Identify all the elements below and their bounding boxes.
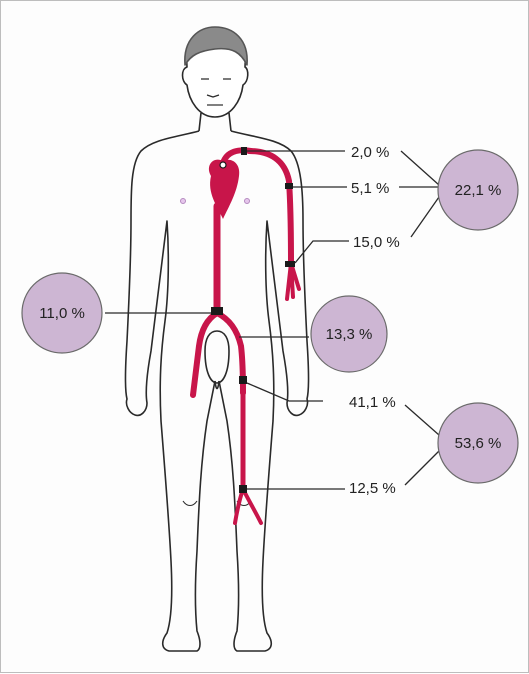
body-outline xyxy=(126,27,309,651)
node-calf xyxy=(239,485,247,493)
label-arm-mid: 5,1 % xyxy=(351,180,389,197)
pelvis-detail xyxy=(205,331,229,383)
bracket-arm-3 xyxy=(411,197,439,237)
bubble-arm-total-value: 22,1 % xyxy=(455,182,502,199)
bubble-pelvis: 13,3 % xyxy=(311,296,387,372)
bubble-leg-total: 53,6 % xyxy=(438,403,518,483)
bracket-arm-1 xyxy=(401,151,439,185)
node-thigh xyxy=(239,376,247,384)
label-arm-top: 2,0 % xyxy=(351,144,389,161)
node-trunk xyxy=(211,307,223,315)
heart xyxy=(209,160,239,219)
left-side-outline xyxy=(126,131,216,651)
node-arch xyxy=(220,162,226,168)
leader-thigh xyxy=(247,383,323,401)
node-arm-top xyxy=(241,147,247,155)
left-nipple xyxy=(181,199,186,204)
bubble-trunk-value: 11,0 % xyxy=(39,305,85,322)
bubble-leg-total-value: 53,6 % xyxy=(455,435,502,452)
node-arm-low xyxy=(285,261,295,267)
label-arm-low: 15,0 % xyxy=(353,234,400,251)
right-side-outline xyxy=(219,131,309,651)
right-nipple xyxy=(245,199,250,204)
label-calf: 12,5 % xyxy=(349,480,396,497)
bracket-leg-2 xyxy=(405,451,439,485)
leg-branches xyxy=(235,489,261,523)
bubble-pelvis-value: 13,3 % xyxy=(326,326,373,343)
node-arm-mid xyxy=(285,183,293,189)
bubble-arm-total: 22,1 % xyxy=(438,150,518,230)
bubble-trunk: 11,0 % xyxy=(22,273,102,353)
arm-branches xyxy=(287,263,299,299)
bracket-leg-1 xyxy=(405,405,439,435)
label-thigh: 41,1 % xyxy=(349,394,396,411)
